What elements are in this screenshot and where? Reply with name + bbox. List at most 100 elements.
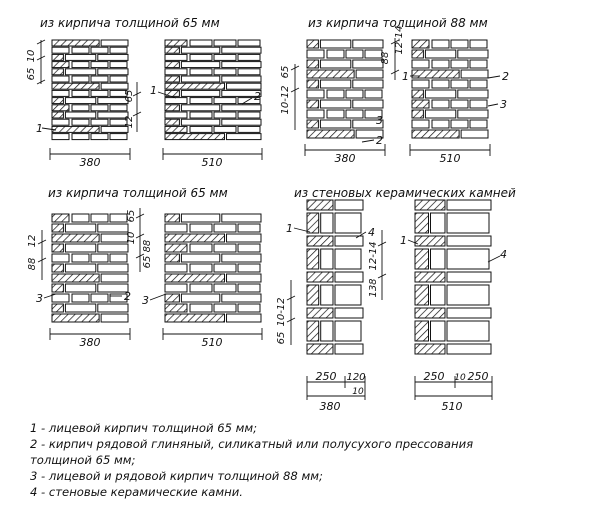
facing-brick — [51, 125, 100, 133]
facing-brick — [164, 303, 188, 313]
brick — [424, 49, 457, 59]
brick — [71, 133, 90, 141]
brick — [424, 89, 457, 99]
brick — [164, 97, 188, 105]
brick — [213, 263, 237, 273]
brick — [180, 61, 221, 69]
brick — [469, 39, 488, 49]
brick — [97, 111, 129, 119]
brick — [100, 273, 129, 283]
dimension-labels: 10 65 65 12 380 510 65 10-12 88 12-14 38… — [26, 25, 489, 413]
width-label: 510 — [202, 336, 223, 349]
marker-2: 2 — [376, 134, 383, 147]
dim-label: 65 — [124, 90, 135, 103]
brick — [334, 248, 362, 270]
facing-brick — [164, 243, 188, 253]
callout-markers: 1 1 2 1 2 3 3 2 3 2 3 1 4 1 4 — [36, 70, 509, 307]
facing-brick — [51, 263, 64, 273]
brick — [226, 233, 262, 243]
facing-brick — [51, 273, 100, 283]
facing-brick — [51, 68, 64, 76]
brick — [221, 46, 262, 54]
dim-label: 65 — [26, 68, 37, 81]
brick — [334, 343, 364, 355]
brick — [109, 89, 128, 97]
width-label: 510 — [440, 152, 461, 165]
legend-item-2-continued: толщиной 65 мм; — [30, 453, 136, 467]
width-label: 510 — [202, 156, 223, 169]
brick — [237, 53, 261, 61]
facing-brick — [164, 104, 180, 112]
facing-brick — [51, 82, 100, 90]
brick — [164, 263, 188, 273]
brick — [355, 129, 384, 139]
facing-brick — [51, 104, 70, 112]
facing-brick — [164, 61, 180, 69]
brick — [326, 89, 345, 99]
facing-brick — [164, 233, 226, 243]
brick — [469, 79, 488, 89]
facing-brick — [164, 75, 180, 83]
brick — [109, 133, 128, 141]
brick — [237, 283, 261, 293]
marker-1: 1 — [400, 234, 407, 247]
brick — [180, 104, 221, 112]
brick — [213, 303, 237, 313]
facing-brick — [414, 235, 446, 247]
facing-brick — [414, 271, 446, 283]
brick — [213, 68, 237, 76]
brick — [189, 283, 213, 293]
brick — [97, 283, 129, 293]
legend: 1 - лицевой кирпич толщиной 65 мм; 2 - к… — [30, 420, 585, 500]
brick — [109, 104, 128, 112]
facing-brick — [306, 129, 355, 139]
brick — [326, 49, 345, 59]
legend-item-4: 4 - стеновые керамические камни. — [30, 485, 243, 499]
facing-brick — [306, 199, 334, 211]
dimension-lines — [36, 38, 501, 400]
brick — [469, 119, 488, 129]
brick — [226, 133, 262, 141]
brick — [431, 99, 450, 109]
brick — [334, 212, 362, 234]
brick — [319, 99, 352, 109]
brick — [237, 223, 261, 233]
title-brick-88: из кирпича толщиной 88 мм — [308, 16, 488, 30]
brick — [430, 248, 446, 270]
brick — [64, 97, 97, 105]
facing-brick — [306, 248, 320, 270]
brick — [430, 212, 446, 234]
brick — [345, 109, 364, 119]
brick — [109, 118, 128, 126]
brick — [90, 61, 109, 69]
brick — [189, 111, 213, 119]
facing-brick — [306, 320, 320, 342]
title-brick-65-bottom: из кирпича толщиной 65 мм — [48, 186, 228, 200]
width-label: 250 — [468, 370, 489, 383]
brick — [109, 293, 128, 303]
brick — [352, 79, 384, 89]
marker-1: 1 — [402, 70, 409, 83]
brick — [164, 53, 188, 61]
brick — [237, 111, 261, 119]
brick — [180, 293, 221, 303]
brick — [450, 79, 469, 89]
brick — [457, 49, 489, 59]
facing-brick — [306, 39, 319, 49]
dim-label: 10 — [26, 50, 37, 63]
marker-4: 4 — [368, 226, 375, 239]
legend-item-3: 3 - лицевой и рядовой кирпич толщиной 88… — [30, 469, 323, 483]
brick — [97, 243, 129, 253]
brick — [51, 75, 70, 83]
brick — [189, 39, 213, 47]
brick — [450, 99, 469, 109]
dim-label: 10 — [126, 232, 137, 245]
brick — [326, 109, 345, 119]
brick — [64, 303, 97, 313]
brick — [97, 303, 129, 313]
brick — [334, 307, 364, 319]
dim-label: 138 — [368, 278, 379, 297]
brick — [221, 293, 262, 303]
facing-brick — [164, 253, 180, 263]
brick — [90, 118, 109, 126]
